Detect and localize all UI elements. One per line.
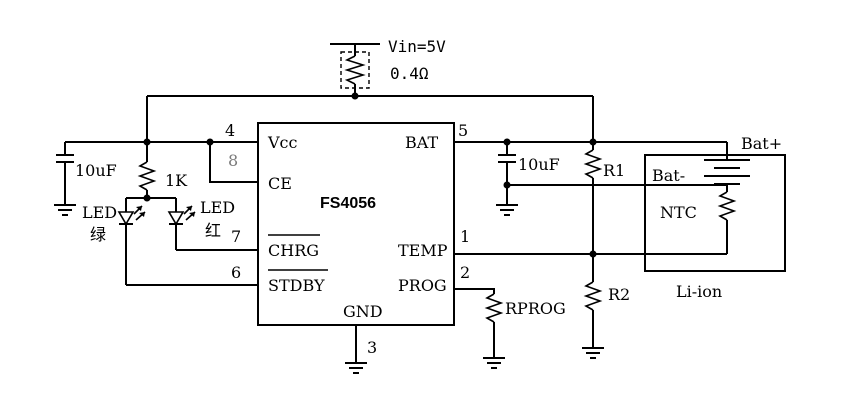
battery-negative-label: Bat- [652, 166, 685, 185]
pin-name-ce: CE [268, 174, 292, 193]
led-resistor [126, 142, 176, 202]
supply-source [330, 43, 380, 100]
green-led-label: LED [82, 203, 117, 222]
pin-name-chrg: CHRG [268, 241, 319, 260]
pin-name-bat: BAT [405, 133, 438, 152]
red-led [167, 198, 196, 250]
resistor-rprog-label: RPROG [505, 299, 566, 318]
pin-name-stdby: STDBY [268, 276, 325, 295]
resistor-r2 [582, 254, 604, 359]
pin-name-prog: PROG [398, 276, 447, 295]
pin-name-gnd: GND [343, 302, 383, 321]
ic-name: FS4056 [320, 195, 376, 212]
pin-number-vcc: 4 [225, 121, 235, 140]
pin-number-chrg: 7 [231, 227, 241, 246]
pin-number-bat: 5 [458, 121, 468, 140]
red-led-label: LED [200, 198, 235, 217]
pin-number-stdby: 6 [231, 263, 241, 282]
ic-ground [345, 325, 367, 374]
resistor-r1-label: R1 [603, 161, 625, 180]
battery-pack [644, 154, 786, 272]
pin-number-gnd: 3 [367, 338, 377, 357]
input-capacitor-label: 10uF [75, 161, 117, 180]
output-capacitor-label: 10uF [518, 155, 560, 174]
battery-cell [704, 142, 750, 192]
ntc-label: NTC [660, 203, 697, 222]
green-led [117, 198, 146, 285]
pin-number-ce: 8 [228, 151, 238, 170]
resistor-r1 [583, 149, 603, 254]
ic-body [257, 122, 455, 326]
green-led-color: 绿 [90, 225, 106, 244]
battery-positive-label: Bat+ [741, 134, 782, 153]
resistor-rprog [454, 288, 505, 369]
output-capacitor [496, 142, 518, 216]
led-resistor-label: 1K [165, 171, 188, 190]
pin-number-temp: 1 [460, 227, 470, 246]
resistor-r2-label: R2 [608, 285, 630, 304]
ce-wire [209, 142, 258, 183]
pin-name-temp: TEMP [398, 241, 448, 260]
pin-number-prog: 2 [460, 263, 470, 282]
pin-name-vcc: Vcc [267, 133, 298, 152]
supply-voltage-label: Vin=5V [388, 37, 446, 56]
ntc-thermistor [717, 191, 737, 254]
input-capacitor [54, 142, 76, 216]
battery-type-label: Li-ion [676, 282, 722, 301]
supply-resistance-label: 0.4Ω [390, 64, 429, 83]
red-led-color: 红 [205, 221, 221, 240]
